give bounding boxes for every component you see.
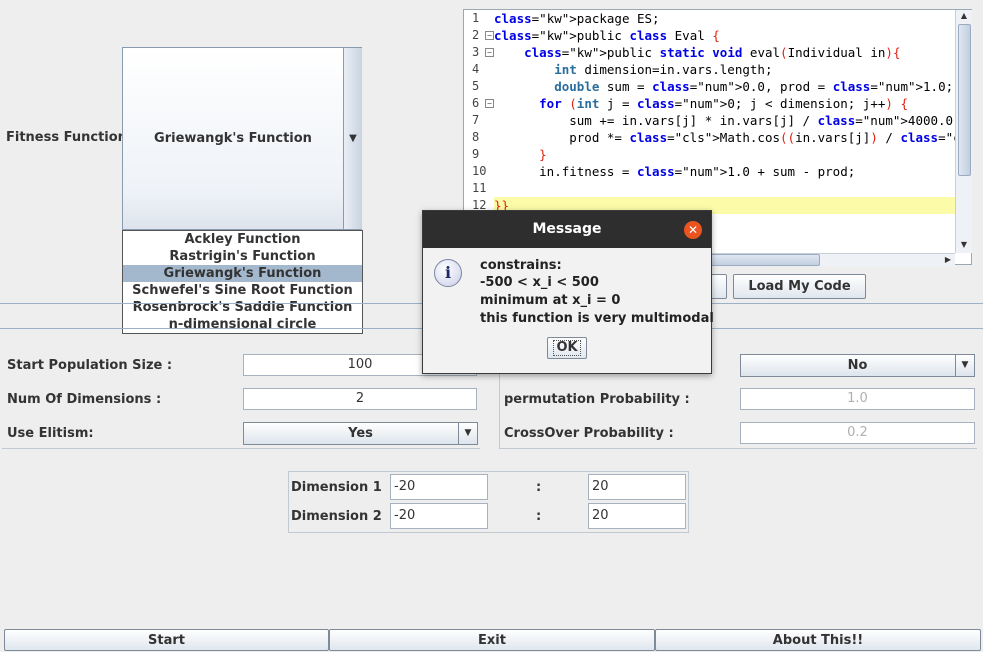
vertical-scrollbar[interactable]: ▲ ▼ [955, 10, 972, 253]
dimension-min-field[interactable]: -20 [390, 503, 488, 529]
scroll-down-icon[interactable]: ▼ [960, 240, 968, 249]
dimension-min-field[interactable]: -20 [390, 474, 488, 500]
dropdown-item[interactable]: Ackley Function [184, 232, 301, 247]
dropdown-item-selected[interactable]: Griewangk's Function [123, 265, 362, 282]
dimension-label: Dimension 1 [291, 480, 382, 495]
code-line: int dimension=in.vars.length; [554, 62, 773, 77]
line-number: 7 [472, 113, 480, 127]
dimension-separator: : [536, 480, 542, 495]
code-area[interactable]: class="kw">package ES; class="kw">public… [494, 10, 955, 253]
start-button[interactable]: Start [4, 629, 329, 651]
fold-icon: − [485, 31, 494, 40]
code-line: for (int j = class="num">0; j < dimensio… [539, 96, 908, 111]
permutation-probability-label: permutation Probability : [504, 392, 690, 407]
dialog-message-line: -500 < x_i < 500 [480, 275, 599, 290]
crossover-probability-field[interactable]: 0.2 [740, 422, 975, 444]
dimension-max-field[interactable]: 20 [588, 503, 686, 529]
fitness-function-combo[interactable]: Griewangk's Function ▼ [122, 47, 362, 230]
line-number: 8 [472, 130, 480, 144]
fold-icon: − [485, 48, 494, 57]
code-line: } [539, 147, 547, 162]
code-line-current: }} [494, 197, 955, 214]
scroll-right-icon[interactable]: ▶ [944, 255, 952, 264]
dropdown-item[interactable]: n-dimensional circle [168, 317, 317, 332]
code-line [494, 180, 955, 197]
close-icon[interactable]: ✕ [684, 221, 702, 239]
code-line: class="kw">package ES; [494, 11, 660, 26]
fold-icon: − [485, 99, 494, 108]
dimensions-panel [288, 471, 689, 533]
line-number: 6− [464, 95, 494, 112]
num-dimensions-label: Num Of Dimensions : [7, 392, 162, 407]
chevron-down-icon[interactable]: ▼ [458, 423, 477, 444]
ok-button[interactable]: OK [547, 337, 587, 359]
dimension-separator: : [536, 509, 542, 524]
about-button[interactable]: About This!! [655, 629, 981, 651]
code-line: sum += in.vars[j] * in.vars[j] / class="… [494, 113, 955, 128]
panel-border [2, 448, 480, 449]
exit-button[interactable]: Exit [329, 629, 655, 651]
code-line: in.fitness = class="num">1.0 + sum - pro… [494, 164, 856, 179]
line-number: 10 [472, 164, 487, 178]
crossover-probability-label: CrossOver Probability : [504, 426, 674, 441]
permutation-probability-field[interactable]: 1.0 [740, 388, 975, 410]
dropdown-item[interactable]: Rosenbrock's Saddle Function [132, 300, 353, 315]
line-number: 5 [472, 79, 480, 93]
dropdown-item[interactable]: Rastrigin's Function [169, 249, 316, 264]
line-number: 3− [464, 44, 494, 61]
dialog-title: Message [423, 211, 711, 248]
use-elitism-label: Use Elitism: [7, 426, 94, 441]
dialog-message-line: constrains: [480, 258, 562, 273]
num-dimensions-field[interactable]: 2 [243, 388, 477, 410]
chevron-down-icon[interactable]: ▼ [955, 355, 974, 376]
use-elitism-value: Yes [348, 426, 373, 441]
dialog-message-line: minimum at x_i = 0 [480, 293, 621, 308]
ok-button-label: OK [553, 340, 581, 356]
scrollbar-thumb[interactable] [958, 24, 971, 176]
code-line: class="kw">public class Eval { [494, 28, 720, 43]
message-dialog: Message ✕ i constrains: -500 < x_i < 500… [422, 210, 714, 374]
use-elitism-combo[interactable]: Yes ▼ [243, 422, 478, 445]
info-icon: i [434, 259, 462, 287]
load-my-code-button[interactable]: Load My Code [733, 274, 866, 299]
chevron-down-icon[interactable]: ▼ [343, 48, 362, 229]
start-population-label: Start Population Size : [7, 358, 173, 373]
fitness-function-selected: Griewangk's Function [154, 131, 312, 146]
scroll-up-icon[interactable]: ▲ [960, 11, 968, 20]
right-options-value: No [847, 358, 868, 373]
line-number: 11 [472, 181, 487, 195]
dialog-message-line: this function is very multimodal [480, 311, 714, 326]
dimension-label: Dimension 2 [291, 509, 382, 524]
panel-border [499, 340, 500, 448]
dropdown-item[interactable]: Schwefel's Sine Root Function [132, 283, 353, 298]
line-number: 1 [472, 11, 480, 25]
line-number: 4 [472, 62, 480, 76]
line-number: 12 [472, 198, 487, 212]
right-options-combo[interactable]: No ▼ [740, 354, 975, 377]
dimension-max-field[interactable]: 20 [588, 474, 686, 500]
code-line: class="kw">public static void eval(Indiv… [524, 45, 901, 60]
line-number: 9 [472, 147, 480, 161]
code-line: double sum = class="num">0.0, prod = cla… [554, 79, 954, 94]
fitness-function-dropdown: Ackley Function Rastrigin's Function Gri… [122, 230, 363, 334]
code-line: prod *= class="cls">Math.cos((in.vars[j]… [494, 130, 955, 145]
fitness-function-label: Fitness Function [6, 130, 127, 145]
panel-border [499, 448, 977, 449]
line-number: 2− [464, 27, 494, 44]
